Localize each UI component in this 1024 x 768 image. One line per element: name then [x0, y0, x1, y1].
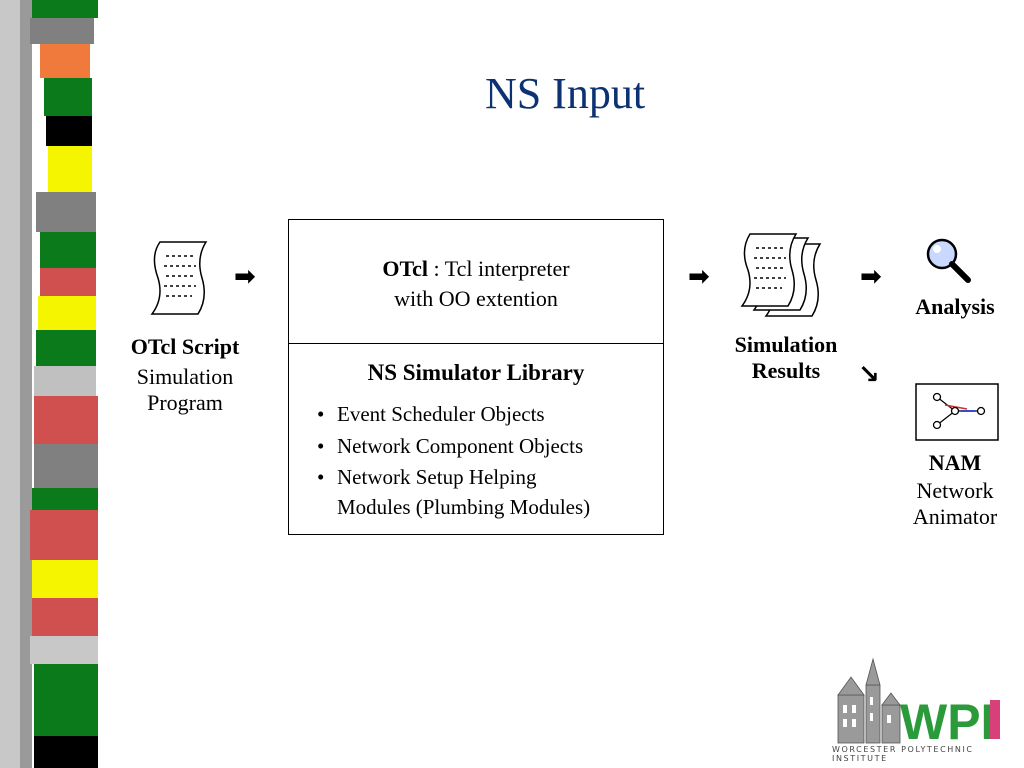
side-bar-graphic: [0, 0, 110, 768]
library-item: Event Scheduler Objects: [317, 398, 590, 430]
results-line2: Results: [751, 358, 821, 383]
magnifier-icon: [926, 238, 971, 283]
wpi-logo: WPI: [837, 657, 1000, 750]
library-item: Network Component Objects: [317, 430, 590, 462]
library-list: Event Scheduler Objects Network Componen…: [317, 398, 590, 522]
results-line1: Simulation: [734, 332, 838, 357]
otcl-keyword: OTcl: [382, 256, 429, 281]
otcl-line2: with OO extention: [394, 286, 558, 311]
script-desc-line2: Program: [147, 390, 223, 415]
arrow-script-to-box-icon: ➡: [234, 262, 256, 292]
nam-desc-line2: Animator: [912, 504, 998, 529]
otcl-interpreter-section: OTcl : Tcl interpreter with OO extention: [289, 220, 663, 344]
library-title: NS Simulator Library: [367, 360, 585, 385]
arrow-box-to-results-icon: ➡: [688, 262, 710, 292]
arrow-results-to-nam-icon: ↘: [858, 360, 880, 390]
logo-caption: WORCESTER POLYTECHNIC INSTITUTE: [832, 745, 974, 763]
otcl-line1: OTcl : Tcl interpreter: [289, 256, 663, 282]
script-desc-line1: Simulation: [136, 364, 234, 389]
slide-title: NS Input: [484, 69, 646, 118]
analysis-label: Analysis: [915, 294, 995, 319]
logo-wordmark: WPI: [900, 694, 994, 750]
otcl-line1-rest: : Tcl interpreter: [428, 256, 570, 281]
library-item-continuation-text: Modules (Plumbing Modules): [337, 495, 591, 519]
nam-name-label: NAM: [928, 450, 982, 475]
script-document-icon: [150, 241, 208, 315]
nam-desc-line1: Network: [916, 478, 994, 503]
decorative-side-bar: [0, 0, 110, 768]
library-item: Network Setup Helping: [317, 462, 590, 492]
results-documents-icon: [740, 233, 822, 317]
script-name-label: OTcl Script: [130, 334, 240, 359]
library-item-continuation: Modules (Plumbing Modules): [317, 492, 590, 522]
network-animator-icon: [915, 383, 999, 441]
otcl-library-box: OTcl : Tcl interpreter with OO extention…: [288, 219, 664, 535]
arrow-results-to-analysis-icon: ➡: [860, 262, 882, 292]
